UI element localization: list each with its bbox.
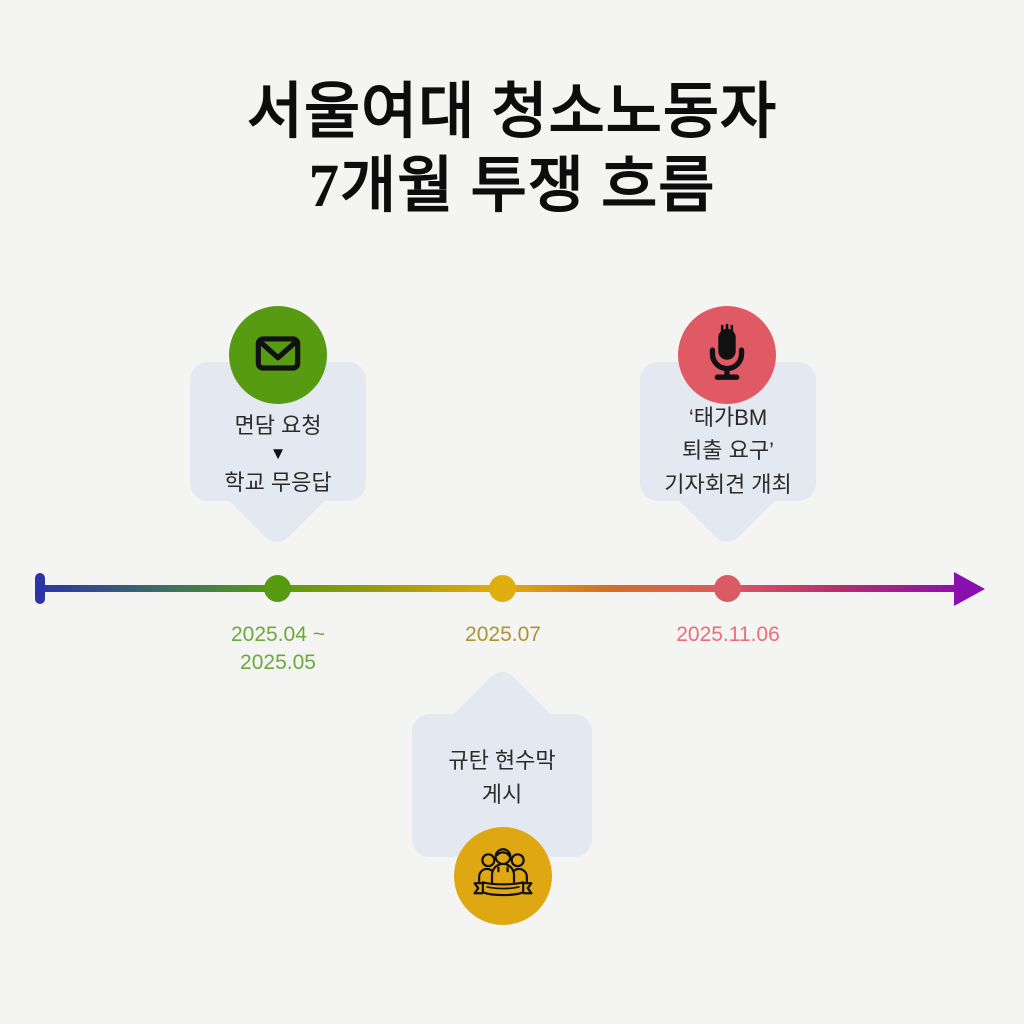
event-line: 기자회견 개최 — [664, 471, 792, 497]
timeline-start-cap — [35, 573, 45, 604]
event-date-meeting-request: 2025.04 ~ 2025.05 — [168, 621, 388, 676]
down-triangle-glyph: ▼ — [269, 444, 287, 464]
event-line: 게시 — [481, 782, 523, 808]
event-card-text: 규탄 현수막 게시 — [412, 744, 592, 812]
date-line: 2025.04 ~ — [230, 623, 325, 646]
people-banner-icon-badge — [454, 827, 552, 925]
event-date-press-conference: 2025.11.06 — [618, 621, 838, 649]
timeline-dot-banner-posting — [489, 575, 516, 602]
microphone-icon-badge — [678, 306, 776, 404]
timeline-arrowhead — [954, 572, 985, 606]
event-line: 면담 요청 — [234, 413, 322, 438]
event-date-banner-posting: 2025.07 — [393, 621, 613, 649]
page-title-line1: 서울여대 청소노동자 — [246, 79, 778, 146]
event-line: ‘태가BM — [688, 405, 768, 430]
date-line: 2025.07 — [465, 623, 541, 646]
timeline-dot-meeting-request — [264, 575, 291, 602]
date-line: 2025.11.06 — [676, 623, 780, 646]
event-line: 학교 무응답 — [224, 470, 332, 496]
event-card-text: 면담 요청 ▼ 학교 무응답 — [190, 409, 366, 500]
people-banner-icon — [470, 843, 536, 910]
page-title-line2: 7개월 투쟁 흐름 — [308, 153, 716, 221]
envelope-icon-badge — [229, 306, 327, 404]
microphone-icon — [696, 322, 758, 389]
envelope-icon — [248, 323, 308, 388]
event-line: 규탄 현수막 — [448, 748, 556, 773]
date-line: 2025.05 — [240, 650, 316, 674]
timeline-dot-press-conference — [714, 575, 741, 602]
event-line: 퇴출 요구’ — [682, 438, 774, 464]
page-title: 서울여대 청소노동자 7개월 투쟁 흐름 — [0, 76, 1024, 225]
event-card-text: ‘태가BM 퇴출 요구’ 기자회견 개최 — [640, 401, 816, 501]
